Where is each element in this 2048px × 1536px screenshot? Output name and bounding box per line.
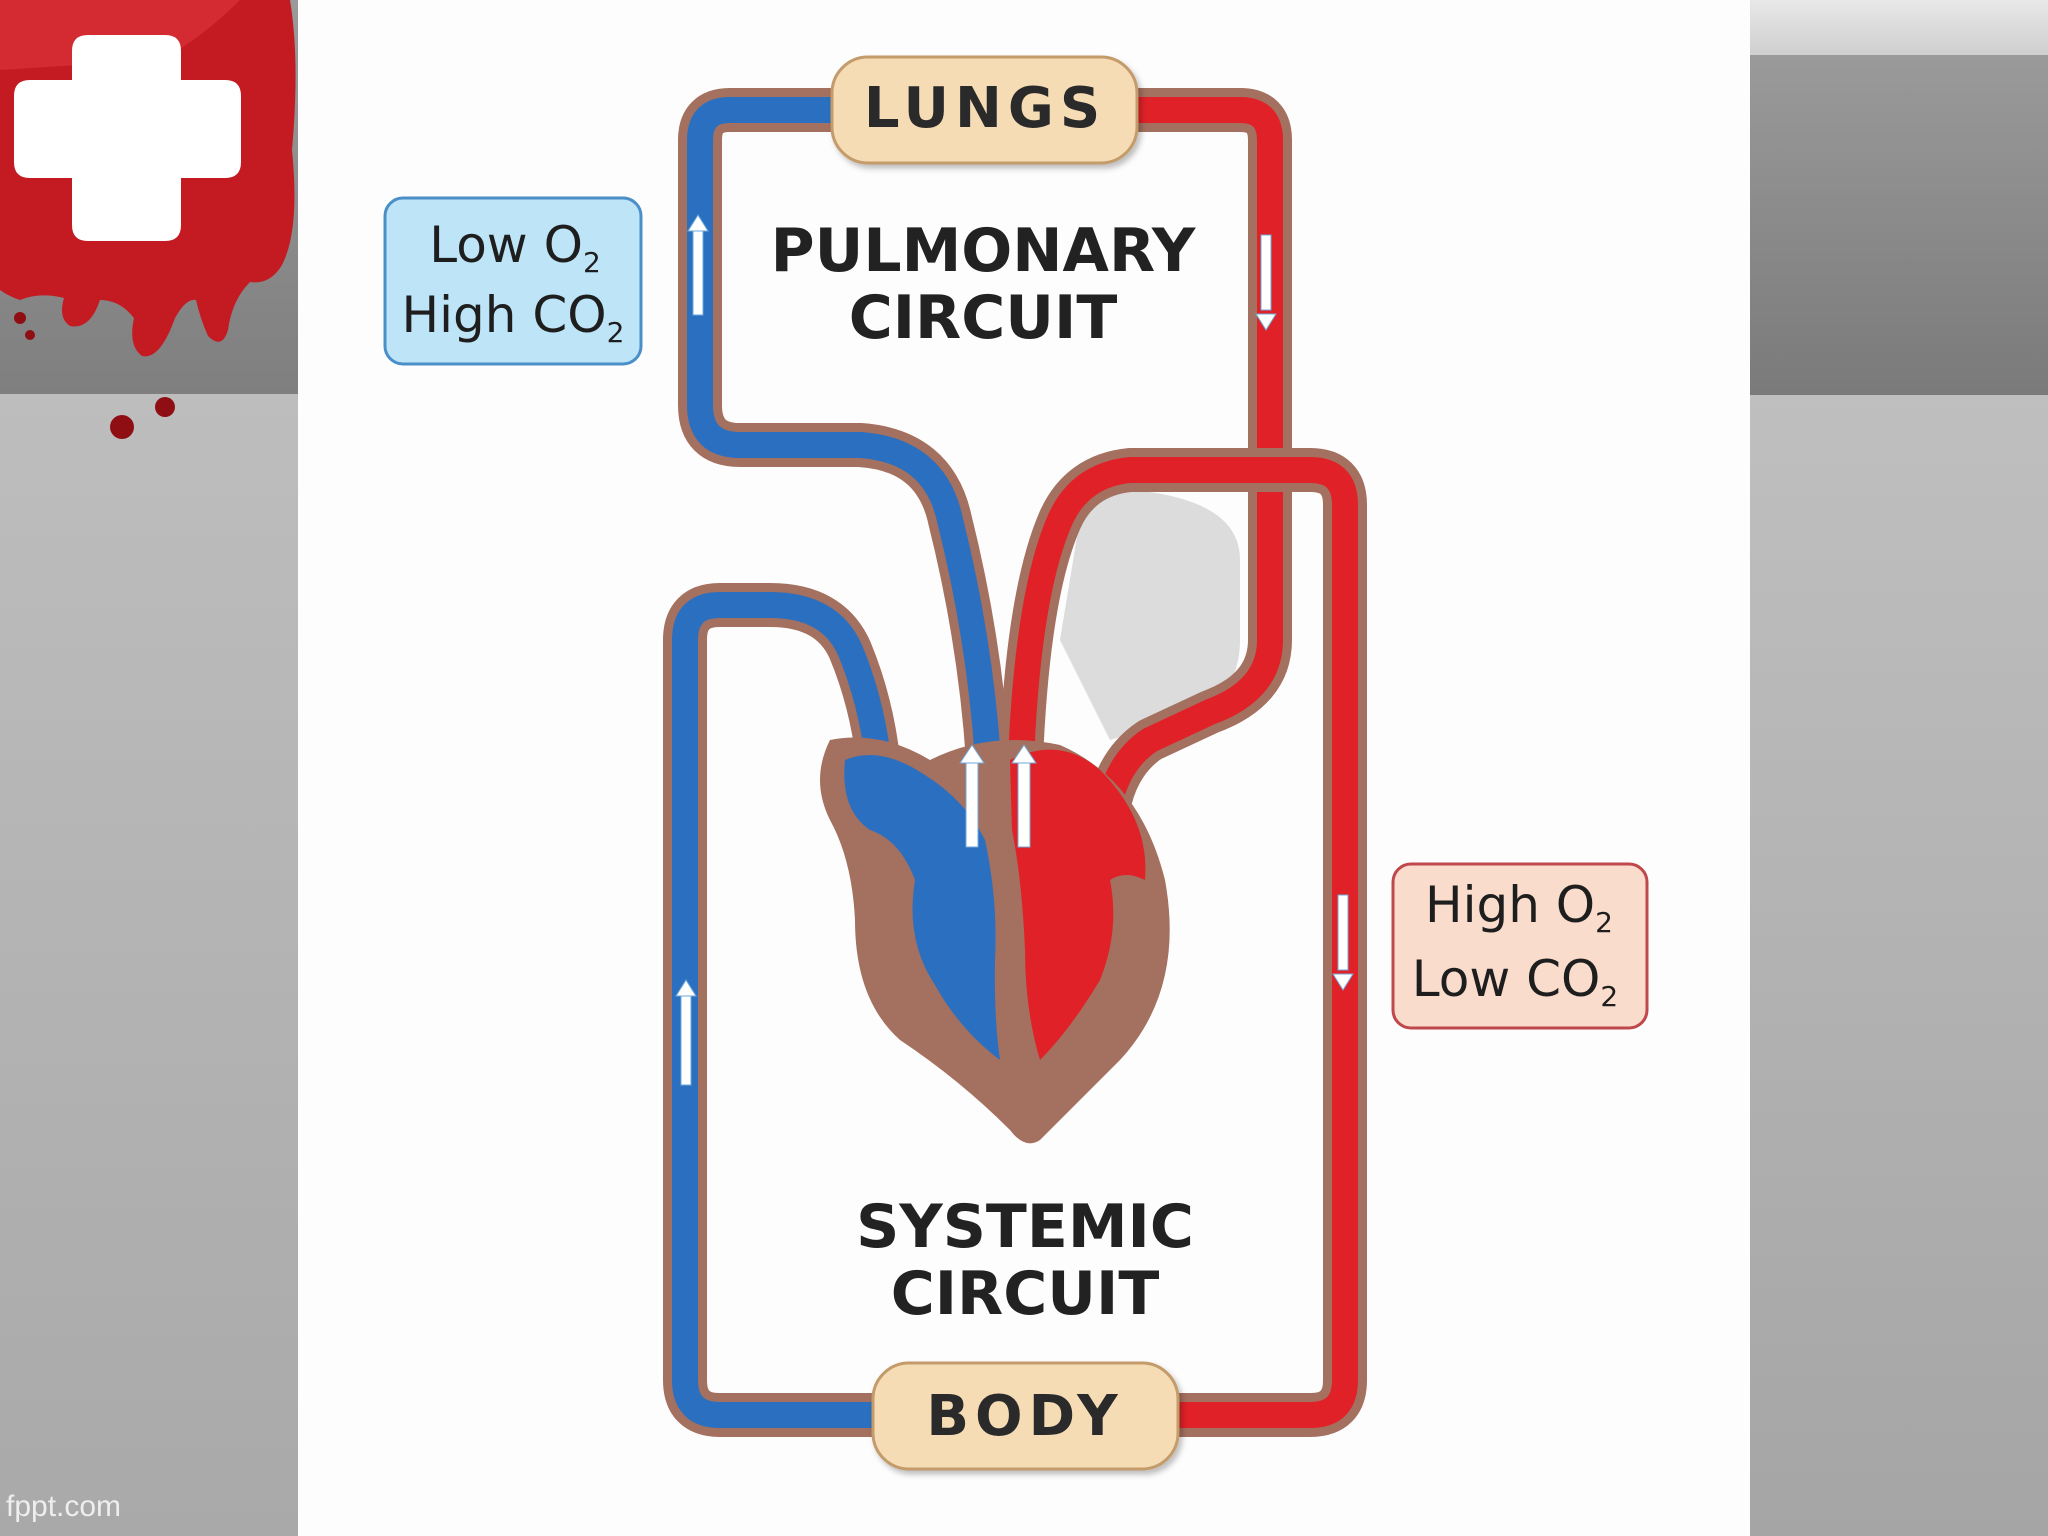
vena-cava-systemic-vein xyxy=(685,605,880,1415)
deoxy-line-2: High CO xyxy=(402,286,607,344)
pulmonary-line-2: CIRCUIT xyxy=(849,283,1118,353)
oxy-line-2: Low CO xyxy=(1412,950,1601,1008)
svg-text:High CO2: High CO2 xyxy=(402,286,625,349)
footer-watermark: fppt.com xyxy=(6,1490,121,1524)
medical-cross-logo-icon xyxy=(0,0,300,450)
pulmonary-line-1: PULMONARY xyxy=(771,216,1197,286)
pulmonary-circuit-heading: PULMONARY CIRCUIT xyxy=(771,216,1197,353)
svg-text:Low CO2: Low CO2 xyxy=(1412,950,1618,1013)
deoxy-line-2-sub: 2 xyxy=(607,316,625,349)
systemic-line-2: CIRCUIT xyxy=(891,1259,1160,1329)
circulatory-system-diagram: LUNGS BODY PULMONARY CIRCUIT SYSTEMIC CI… xyxy=(298,0,1750,1536)
lungs-label: LUNGS xyxy=(832,57,1137,163)
deoxy-line-1-sub: 2 xyxy=(583,246,601,279)
deoxygenated-info-box: Low O2 High CO2 xyxy=(385,198,641,364)
body-label-text: BODY xyxy=(926,1384,1123,1449)
svg-text:Low O2: Low O2 xyxy=(429,216,601,279)
systemic-circuit-heading: SYSTEMIC CIRCUIT xyxy=(856,1192,1194,1329)
lungs-label-text: LUNGS xyxy=(864,76,1106,141)
heart xyxy=(820,738,1170,1144)
oxy-line-1-sub: 2 xyxy=(1595,906,1613,939)
body-label: BODY xyxy=(873,1363,1178,1469)
right-top-strip xyxy=(1750,0,2048,55)
svg-text:High O2: High O2 xyxy=(1425,876,1613,939)
oxy-line-1: High O xyxy=(1425,876,1595,934)
deoxy-line-1: Low O xyxy=(429,216,583,274)
systemic-line-1: SYSTEMIC xyxy=(856,1192,1194,1262)
right-dark-band xyxy=(1750,55,2048,395)
oxygenated-info-box: High O2 Low CO2 xyxy=(1393,864,1647,1028)
oxy-line-2-sub: 2 xyxy=(1600,980,1618,1013)
